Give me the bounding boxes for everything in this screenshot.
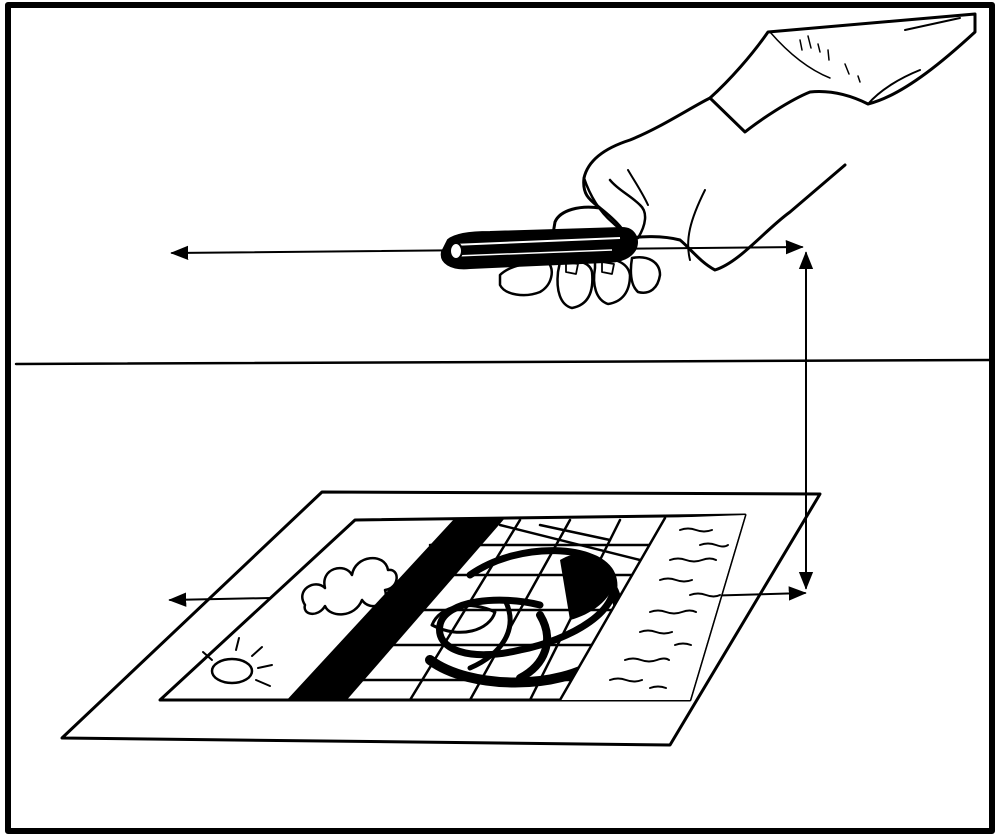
photo-print bbox=[60, 490, 822, 747]
wave-strokes bbox=[609, 527, 729, 689]
sleeve bbox=[708, 12, 977, 134]
cloud-icon bbox=[301, 556, 398, 616]
shadow-band bbox=[285, 518, 505, 700]
horizon-line bbox=[14, 358, 992, 366]
horizontal-arrow-bottom-left bbox=[168, 592, 271, 607]
hand-and-sleeve bbox=[498, 12, 977, 310]
frame-border bbox=[5, 2, 995, 834]
sun-icon bbox=[202, 637, 273, 687]
print-paper bbox=[60, 490, 822, 747]
smartphone bbox=[440, 226, 638, 270]
